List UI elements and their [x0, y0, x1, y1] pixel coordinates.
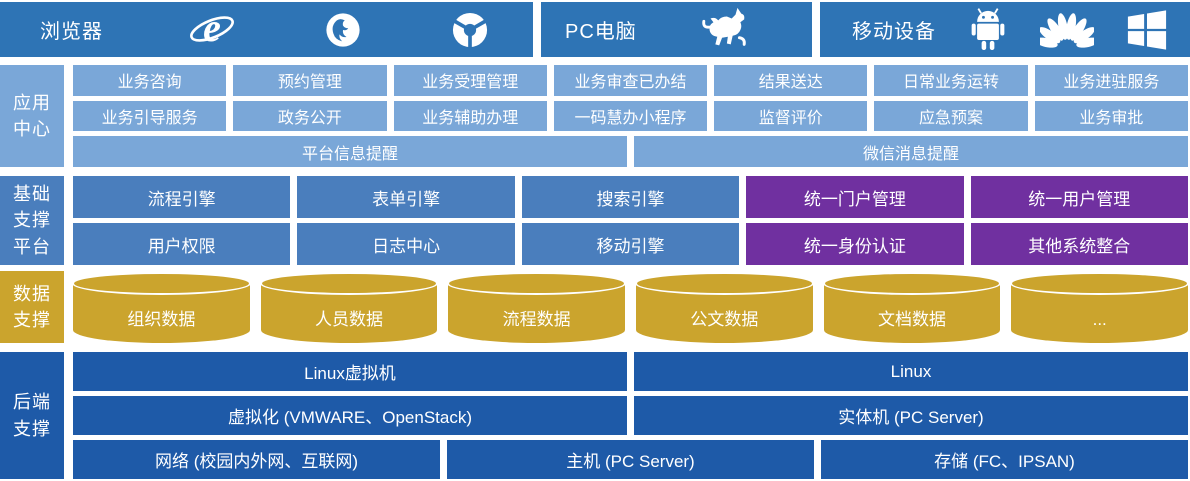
cylinder-label: 公文数据 [690, 310, 759, 329]
mobile-section: 移动设备 [820, 2, 1190, 57]
cylinder-shape [259, 272, 439, 343]
cylinder-shape [635, 272, 814, 343]
backend-row-3: 网络 (校园内外网、互联网) 主机 (PC Server) 存储 (FC、IPS… [73, 440, 1188, 479]
backend-box: 主机 (PC Server) [447, 440, 814, 479]
app-row-3: 平台信息提醒 微信消息提醒 [73, 136, 1188, 168]
cylinder-shape [1010, 272, 1189, 343]
database-cylinder: 组织数据 [72, 271, 251, 343]
app-box: 平台信息提醒 [73, 136, 627, 168]
app-row-1: 业务咨询 预约管理 业务受理管理 业务审查已办结 结果送达 日常业务运转 业务进… [73, 65, 1188, 96]
firefox-icon [322, 9, 364, 51]
backend-box: 虚拟化 (VMWARE、OpenStack) [73, 396, 627, 435]
pc-label: PC电脑 [565, 21, 637, 43]
base-platform-label: 基础 支撑 平台 [0, 176, 64, 265]
backend-label: 后端 支撑 [0, 352, 64, 479]
app-box: 业务辅助办理 [393, 100, 547, 132]
database-cylinder: 人员数据 [259, 271, 439, 343]
browser-section: 浏览器 e [0, 2, 533, 57]
backend-row-2: 虚拟化 (VMWARE、OpenStack) 实体机 (PC Server) [73, 396, 1188, 435]
app-box: 业务审批 [1034, 100, 1188, 132]
app-box: 监督评价 [714, 100, 868, 132]
platform-box: 统一用户管理 [970, 176, 1188, 218]
backend-row-1: Linux虚拟机 Linux [73, 352, 1188, 391]
app-box: 结果送达 [714, 65, 868, 96]
app-box: 业务进驻服务 [1034, 65, 1188, 96]
backend-box: 网络 (校园内外网、互联网) [73, 440, 440, 479]
kylin-icon [698, 5, 750, 55]
app-box: 应急预案 [874, 100, 1028, 132]
cylinder-row: 组织数据 人员数据 流程数据 公文数据 文档数据 [72, 271, 1189, 343]
access-layer-bar: 浏览器 e [0, 2, 1190, 57]
windows-icon [1126, 9, 1168, 51]
backend-box: Linux [634, 352, 1188, 391]
ie-icon: e [188, 6, 236, 54]
app-box: 业务咨询 [73, 65, 227, 96]
cylinder-label: 流程数据 [502, 310, 571, 329]
data-support-label: 数据 支撑 [0, 271, 64, 343]
app-box: 政务公开 [233, 100, 387, 132]
huawei-icon [1040, 8, 1094, 52]
app-box: 微信消息提醒 [634, 136, 1188, 168]
base-platform-section: 基础 支撑 平台 流程引擎 表单引擎 搜索引擎 统一门户管理 统一用户管理 用户… [0, 176, 1188, 265]
database-cylinder: ... [1010, 271, 1189, 343]
app-box: 业务受理管理 [393, 65, 547, 96]
app-box: 业务审查已办结 [553, 65, 708, 96]
data-support-section: 数据 支撑 组织数据 人员数据 流程数据 公文数据 [0, 271, 1189, 343]
app-box: 业务引导服务 [73, 100, 227, 132]
app-center-label: 应用 中心 [0, 65, 64, 167]
database-cylinder: 流程数据 [447, 271, 626, 343]
svg-text:e: e [203, 6, 221, 50]
base-row-2: 用户权限 日志中心 移动引擎 统一身份认证 其他系统整合 [73, 223, 1188, 265]
platform-box: 移动引擎 [521, 223, 740, 265]
app-box: 日常业务运转 [874, 65, 1028, 96]
backend-section: 后端 支撑 Linux虚拟机 Linux 虚拟化 (VMWARE、OpenSta… [0, 352, 1188, 479]
cylinder-label: 组织数据 [127, 310, 196, 329]
chrome-icon [449, 9, 491, 51]
platform-box: 流程引擎 [73, 176, 291, 218]
platform-box: 搜索引擎 [521, 176, 740, 218]
pc-section: PC电脑 [541, 2, 812, 57]
base-platform-content: 流程引擎 表单引擎 搜索引擎 统一门户管理 统一用户管理 用户权限 日志中心 移… [73, 176, 1188, 265]
app-box: 一码慧办小程序 [553, 100, 708, 132]
backend-content: Linux虚拟机 Linux 虚拟化 (VMWARE、OpenStack) 实体… [73, 352, 1188, 479]
platform-box: 其他系统整合 [970, 223, 1188, 265]
platform-box: 表单引擎 [297, 176, 515, 218]
mobile-label: 移动设备 [852, 21, 936, 43]
cylinder-shape [72, 272, 251, 343]
platform-box: 日志中心 [297, 223, 515, 265]
app-center-section: 应用 中心 业务咨询 预约管理 业务受理管理 业务审查已办结 结果送达 日常业务… [0, 65, 1188, 168]
database-cylinder: 文档数据 [822, 271, 1002, 343]
backend-box: Linux虚拟机 [73, 352, 627, 391]
cylinder-label: 文档数据 [878, 310, 947, 329]
backend-box: 实体机 (PC Server) [634, 396, 1188, 435]
cylinder-label: ... [1092, 310, 1107, 329]
app-center-content: 业务咨询 预约管理 业务受理管理 业务审查已办结 结果送达 日常业务运转 业务进… [73, 65, 1188, 168]
cylinder-shape [822, 272, 1002, 343]
database-cylinder: 公文数据 [635, 271, 814, 343]
cylinder-label: 人员数据 [315, 310, 383, 329]
backend-box: 存储 (FC、IPSAN) [821, 440, 1188, 479]
cylinder-shape [447, 272, 626, 343]
app-box: 预约管理 [233, 65, 387, 96]
platform-box: 用户权限 [73, 223, 291, 265]
app-row-2: 业务引导服务 政务公开 业务辅助办理 一码慧办小程序 监督评价 应急预案 业务审… [73, 100, 1188, 132]
platform-box: 统一身份认证 [746, 223, 964, 265]
data-support-content: 组织数据 人员数据 流程数据 公文数据 文档数据 [72, 271, 1189, 343]
base-row-1: 流程引擎 表单引擎 搜索引擎 统一门户管理 统一用户管理 [73, 176, 1188, 218]
android-icon [968, 7, 1008, 53]
browser-label: 浏览器 [40, 21, 103, 43]
platform-box: 统一门户管理 [746, 176, 964, 218]
